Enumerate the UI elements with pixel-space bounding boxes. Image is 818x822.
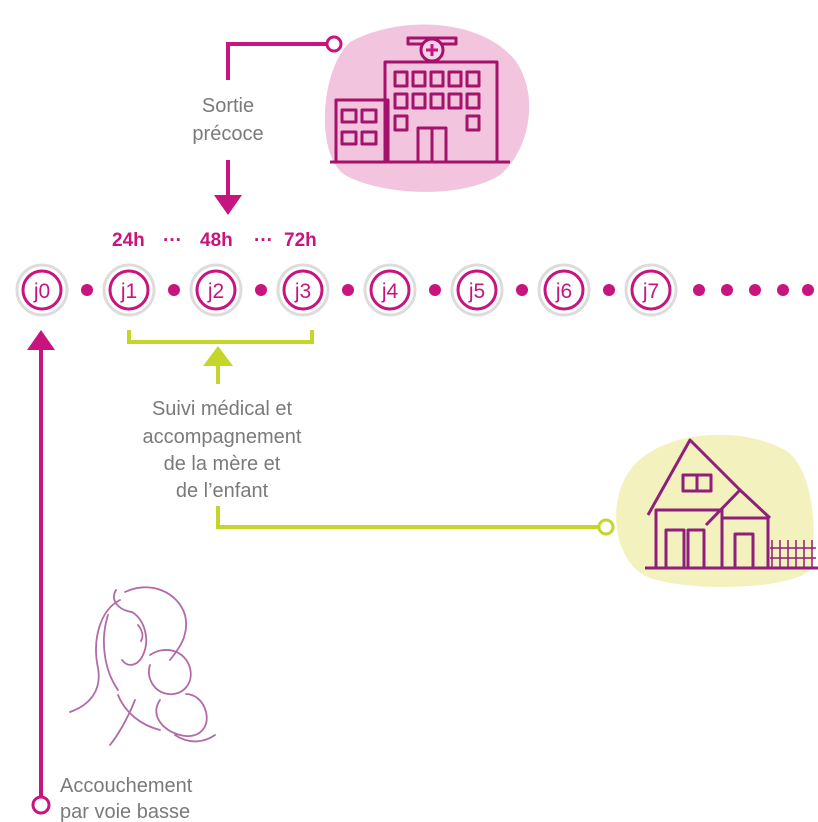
followup-label-line4: de l’enfant <box>176 480 269 502</box>
day-node-j5: j5 <box>450 263 504 317</box>
timeline-trailing-dot <box>777 284 789 296</box>
down-arrow-icon <box>214 195 242 215</box>
day-label: j0 <box>33 280 50 303</box>
up-arrow-icon <box>203 346 233 366</box>
hour-separator: ··· <box>163 230 182 251</box>
hour-label-72h: 72h <box>284 230 317 251</box>
connector-end-circle <box>325 35 343 53</box>
day-node-j6: j6 <box>537 263 591 317</box>
early-discharge-label-line2: précoce <box>192 123 263 145</box>
up-arrow-icon <box>27 330 55 350</box>
home-illustration <box>616 434 818 588</box>
timeline-dot <box>168 284 180 296</box>
connector-end-circle <box>31 795 51 815</box>
day-label: j7 <box>642 280 659 303</box>
day-label: j6 <box>555 280 572 303</box>
day-label: j1 <box>120 280 137 303</box>
timeline-dot <box>81 284 93 296</box>
home-connector <box>216 506 615 536</box>
followup-label-line1: Suivi médical et <box>152 398 293 420</box>
day-node-j7: j7 <box>624 263 678 317</box>
timeline-trailing-dot <box>721 284 733 296</box>
timeline-trailing-dot <box>693 284 705 296</box>
day-node-j3: j3 <box>276 263 330 317</box>
day-node-j2: j2 <box>189 263 243 317</box>
timeline: j0 j1 j2 j3 j4 j5 j6 <box>15 263 814 317</box>
hospital-illustration <box>324 24 530 192</box>
timeline-trailing-dot <box>749 284 761 296</box>
mother-child-icon <box>69 586 216 746</box>
timeline-dot <box>516 284 528 296</box>
day-node-j4: j4 <box>363 263 417 317</box>
followup-label-line2: accompagnement <box>143 426 302 448</box>
delivery-label-line1: Accouchement <box>60 775 193 797</box>
day-label: j4 <box>381 280 399 303</box>
hour-labels: 24h ··· 48h ··· 72h <box>112 230 317 251</box>
timeline-dot <box>255 284 267 296</box>
hour-separator: ··· <box>254 230 273 251</box>
timeline-dot <box>603 284 615 296</box>
day-label: j5 <box>468 280 485 303</box>
day-label: j3 <box>294 280 311 303</box>
hour-label-48h: 48h <box>200 230 233 251</box>
timeline-dot <box>429 284 441 296</box>
hour-label-24h: 24h <box>112 230 145 251</box>
early-discharge-label-line1: Sortie <box>202 95 254 117</box>
timeline-dot <box>342 284 354 296</box>
day-label: j2 <box>207 280 224 303</box>
hospital-background-blob <box>324 24 530 192</box>
day-node-j1: j1 <box>102 263 156 317</box>
hospital-icon <box>330 36 510 164</box>
day-node-j0: j0 <box>15 263 69 317</box>
early-discharge-connector <box>214 35 343 215</box>
connector-end-circle <box>597 518 615 536</box>
delivery-label-line2: par voie basse <box>60 801 190 822</box>
timeline-trailing-dot <box>802 284 814 296</box>
followup-label-line3: de la mère et <box>164 453 281 475</box>
followup-bracket <box>127 330 314 384</box>
house-icon <box>645 438 818 570</box>
delivery-connector <box>27 330 55 815</box>
